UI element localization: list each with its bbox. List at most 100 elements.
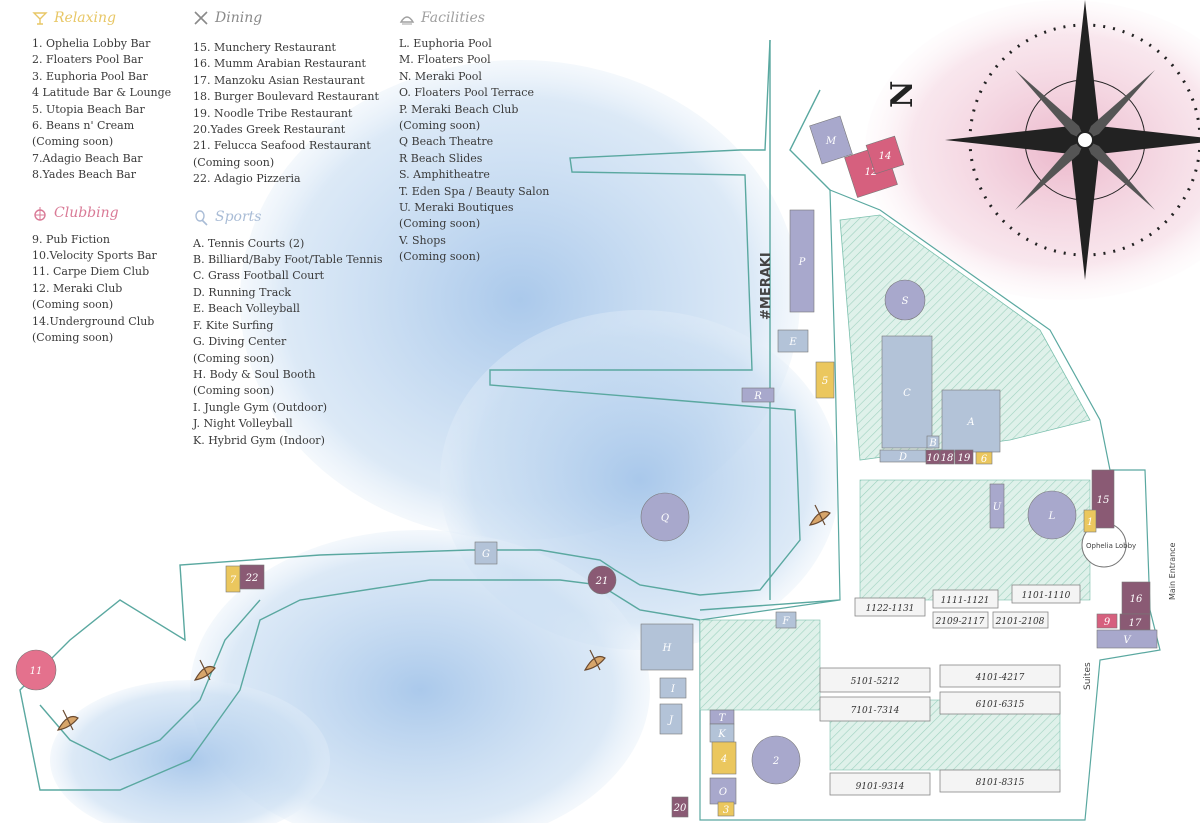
marker-shape: [941, 389, 1001, 453]
marker-shape: [777, 329, 809, 353]
dining-list-item: 18. Burger Boulevard Restaurant: [193, 90, 379, 104]
marker-F[interactable]: F: [775, 611, 797, 629]
marker-G[interactable]: G: [474, 541, 498, 565]
relaxing-list-item: 6. Beans n' Cream: [32, 119, 135, 133]
marker-U[interactable]: U: [989, 483, 1005, 529]
marker-shape: [1027, 490, 1077, 540]
marker-9[interactable]: 9: [1096, 613, 1118, 629]
marker-shape: [815, 361, 835, 399]
clubbing-header: Clubbing: [32, 202, 171, 226]
marker-5[interactable]: 5: [815, 361, 835, 399]
sports-header: Sports: [193, 206, 383, 230]
clubbing-list-item: 9. Pub Fiction: [32, 232, 110, 246]
room-range-label: 1111-1121: [941, 596, 990, 606]
marker-16[interactable]: 16: [1121, 581, 1151, 615]
marker-shape: [741, 387, 775, 403]
marker-19[interactable]: 19: [954, 449, 974, 465]
marker-J[interactable]: J: [659, 703, 683, 735]
room-range-label: 7101-7314: [851, 706, 900, 716]
marker-20[interactable]: 20: [671, 796, 689, 818]
marker-21[interactable]: 21: [587, 565, 617, 595]
racket-icon: [193, 209, 209, 226]
meraki-label: #MERAKI: [759, 252, 774, 320]
marker-11[interactable]: 11: [15, 649, 57, 691]
marker-M[interactable]: M: [809, 115, 853, 165]
facilities-list-item: V. Shops: [399, 233, 446, 247]
facilities-list-item: L. Euphoria Pool: [399, 37, 492, 50]
room-range-label: 2101-2108: [995, 617, 1045, 627]
marker-15[interactable]: 15: [1091, 469, 1115, 529]
marker-label: 10: [927, 453, 940, 464]
marker-O[interactable]: O: [709, 777, 737, 805]
facilities-list-item: U. Meraki Boutiques: [399, 201, 514, 215]
marker-shape: [1096, 613, 1118, 629]
marker-P[interactable]: P: [789, 209, 815, 313]
sports-list-item: K. Hybrid Gym (Indoor): [193, 433, 325, 447]
sports-title: Sports: [215, 209, 262, 226]
sports-list-item: J. Night Volleyball: [193, 417, 293, 431]
dining-list-item: 16. Mumm Arabian Restaurant: [193, 57, 366, 71]
marker-A[interactable]: A: [941, 389, 1001, 453]
marker-shape: [884, 279, 926, 321]
room-range-label: 8101-8315: [976, 778, 1025, 788]
marker-shape: [989, 483, 1005, 529]
marker-Q[interactable]: Q: [640, 492, 690, 542]
marker-D[interactable]: D: [879, 449, 927, 463]
compass-rose: [945, 0, 1200, 280]
marker-shape: [711, 741, 737, 775]
marker-E[interactable]: E: [777, 329, 809, 353]
marker-6[interactable]: 6: [975, 451, 993, 465]
marker-17[interactable]: 17: [1119, 613, 1151, 631]
marker-L[interactable]: L: [1027, 490, 1077, 540]
compass-north-label: N: [885, 81, 920, 108]
marker-label: 18: [941, 453, 954, 464]
marker-shape: [975, 451, 993, 465]
marker-K[interactable]: K: [709, 723, 735, 743]
marker-shape: [659, 703, 683, 735]
facilities-header: Facilities: [399, 6, 549, 30]
sports-list-item: E. Beach Volleyball: [193, 302, 300, 316]
marker-label: I: [670, 684, 676, 695]
relaxing-list-item: 3. Euphoria Pool Bar: [32, 69, 148, 83]
marker-7[interactable]: 7: [225, 565, 241, 593]
marker-label: R: [753, 391, 762, 402]
marker-S[interactable]: S: [884, 279, 926, 321]
sports-list-item: (Coming soon): [193, 351, 275, 365]
marker-shape: [239, 564, 265, 590]
marker-C[interactable]: C: [881, 335, 933, 449]
facilities-list-item: (Coming soon): [399, 119, 481, 133]
marker-label: 1: [1087, 517, 1093, 528]
marker-4[interactable]: 4: [711, 741, 737, 775]
room-range-label: 1122-1131: [866, 604, 915, 614]
sports-list-item: B. Billiard/Baby Foot/Table Tennis: [193, 253, 383, 267]
marker-I[interactable]: I: [659, 677, 687, 699]
marker-10[interactable]: 10: [925, 449, 941, 465]
marker-shape: [751, 735, 801, 785]
marker-R[interactable]: R: [741, 387, 775, 403]
marker-V[interactable]: V: [1096, 629, 1158, 649]
marker-2[interactable]: 2: [751, 735, 801, 785]
disco-ball-icon: [32, 206, 48, 222]
marker-H[interactable]: H: [640, 623, 694, 671]
marker-label: T: [719, 713, 727, 724]
marker-T[interactable]: T: [709, 709, 735, 725]
marker-label: G: [482, 549, 490, 560]
marker-label: E: [788, 337, 797, 348]
marker-B[interactable]: B: [926, 435, 940, 449]
marker-18[interactable]: 18: [939, 449, 955, 465]
marker-3[interactable]: 3: [717, 801, 735, 817]
marker-22[interactable]: 22: [239, 564, 265, 590]
cocktail-icon: [32, 10, 48, 26]
marker-1[interactable]: 1: [1083, 509, 1097, 533]
relaxing-list-item: 4 Latitude Bar & Lounge: [32, 86, 172, 100]
marker-label: P: [798, 257, 806, 268]
sports-list-item: G. Diving Center: [193, 335, 287, 349]
sports-list-item: (Coming soon): [193, 384, 275, 398]
ophelia-lobby-label: Ophelia Lobby: [1086, 542, 1136, 550]
facilities-list-item: T. Eden Spa / Beauty Salon: [399, 184, 550, 198]
marker-14[interactable]: 14: [865, 135, 905, 175]
